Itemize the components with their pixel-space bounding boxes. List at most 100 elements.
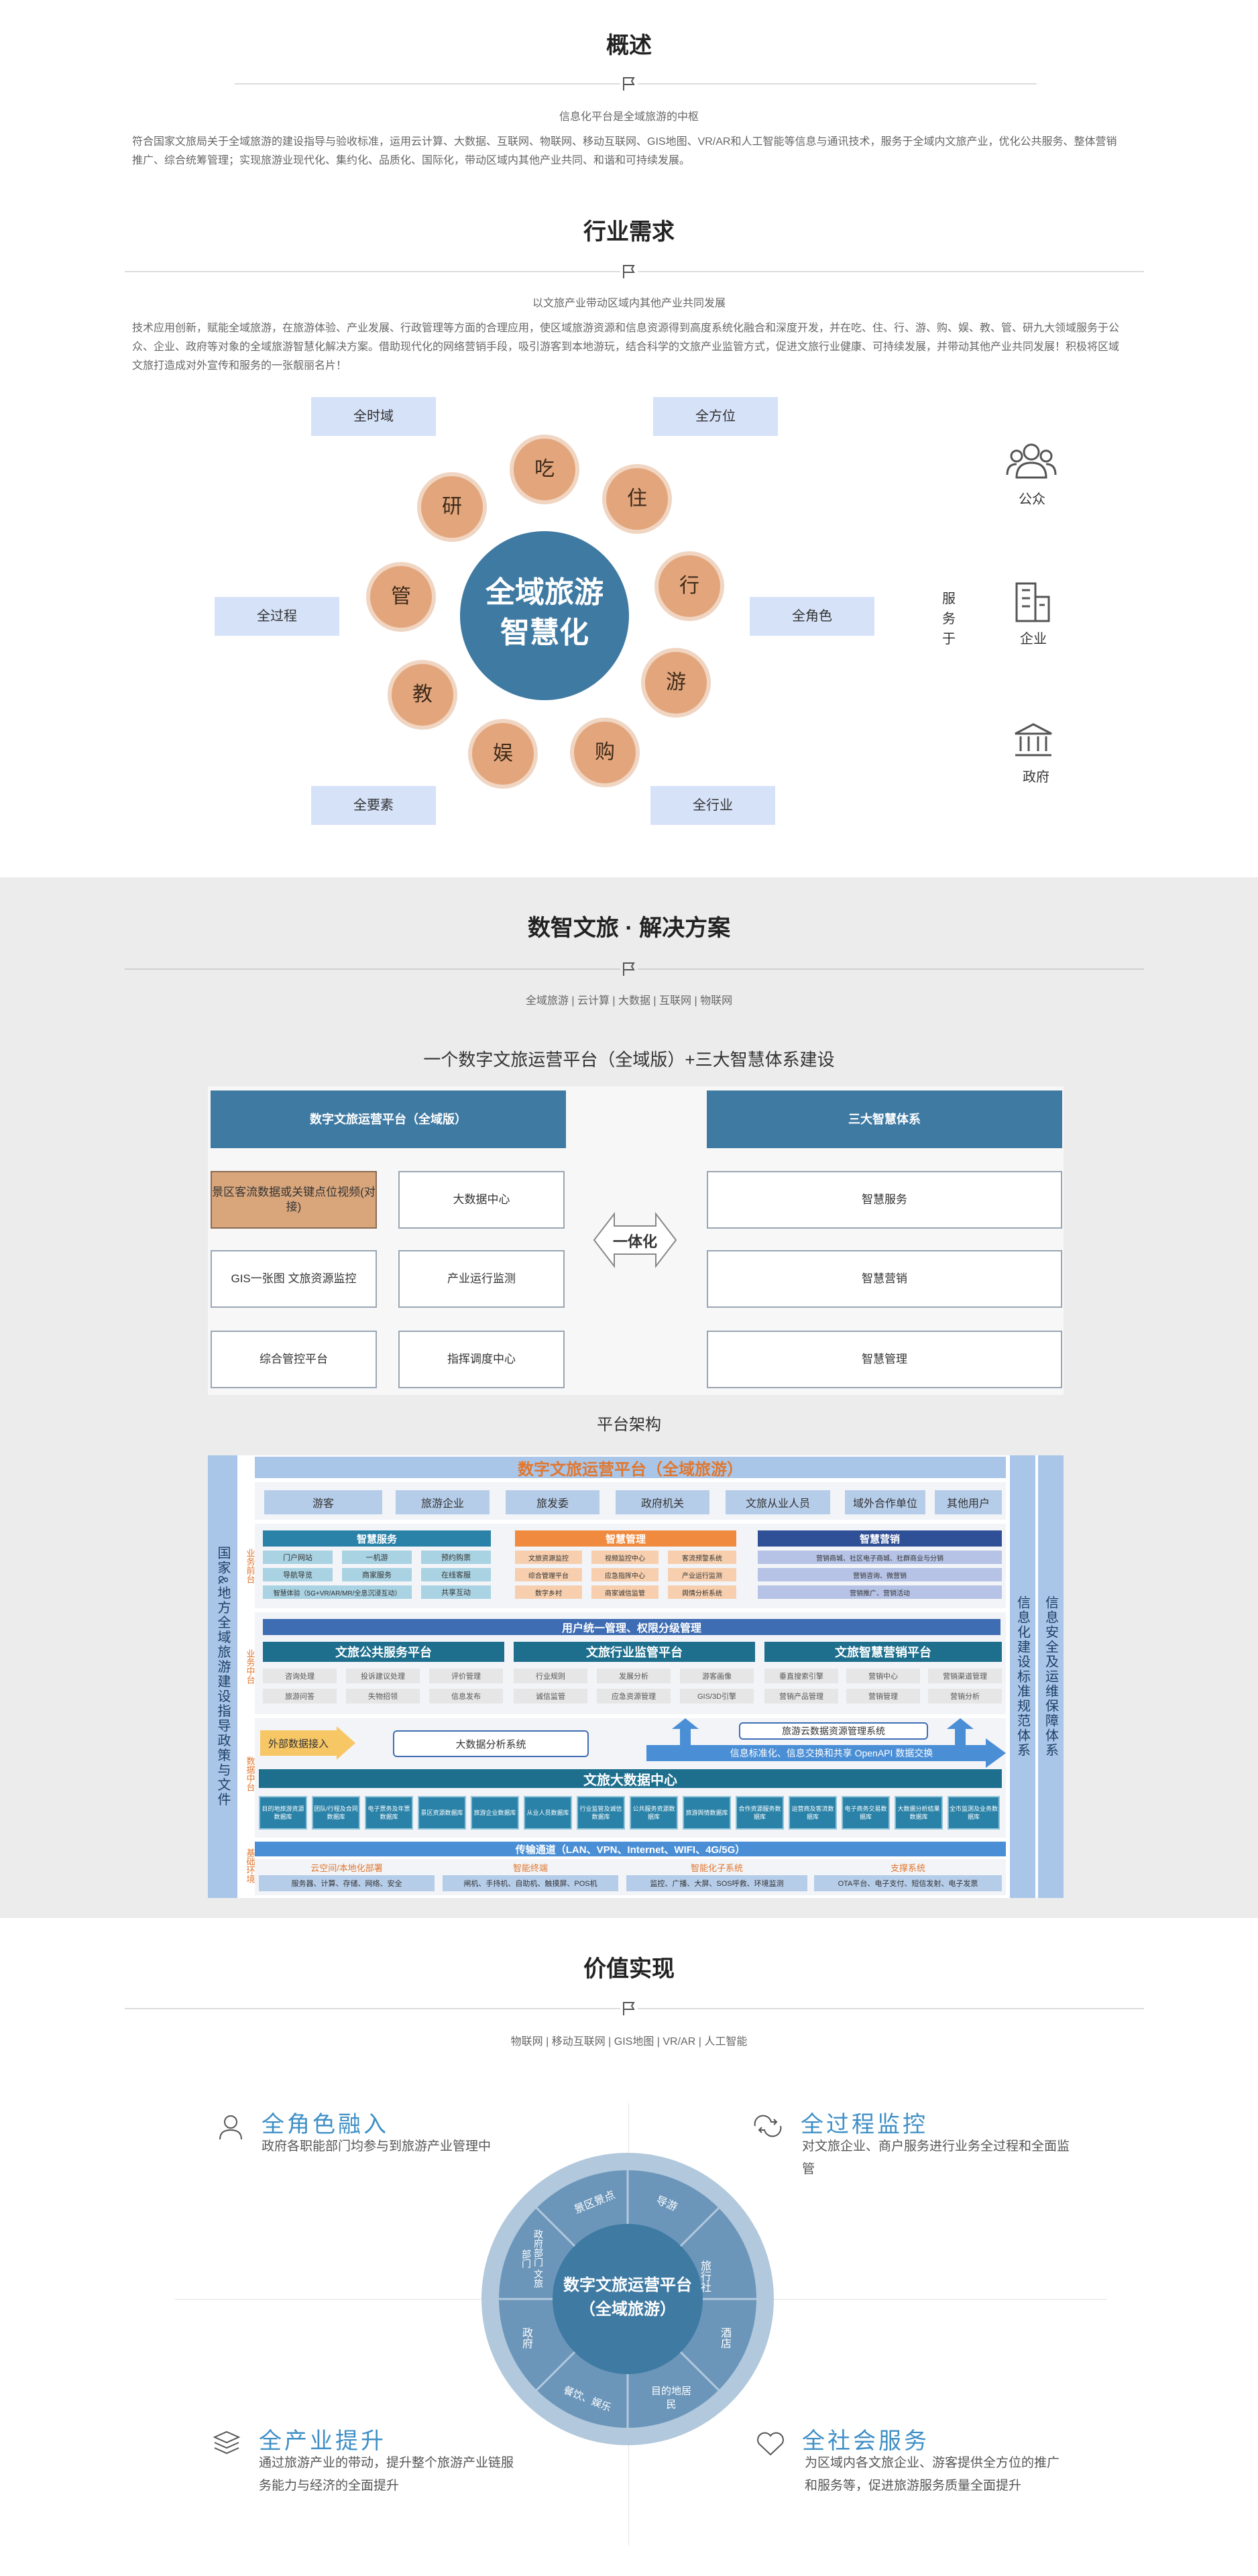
mid-item: 游客画像 xyxy=(680,1669,754,1683)
mid-item: 发展分析 xyxy=(597,1669,671,1683)
external-data: 外部数据接入 xyxy=(268,1738,329,1750)
mgmt-item: 应急指挥中心 xyxy=(591,1568,659,1581)
user-practitioner: 文旅从业人员 xyxy=(726,1490,830,1514)
value-full-society-title: 全社会服务 xyxy=(802,2428,929,2454)
mid-item: 信息发布 xyxy=(429,1689,503,1703)
db-item: 从业人员数据库 xyxy=(524,1796,572,1830)
integration-arrow-icon xyxy=(593,1212,677,1268)
mid-item: 营销分析 xyxy=(928,1689,1002,1703)
cell-industry-monitor: 产业运行监测 xyxy=(398,1250,565,1308)
petal-shop: 购 xyxy=(570,718,640,787)
infra-group-title: 云空间/本地化部署 xyxy=(310,1862,383,1873)
serves-label: 服务于 xyxy=(942,592,956,647)
user-mgmt-bar: 用户统一管理、权限分级管理 xyxy=(263,1619,1000,1635)
value-title: 价值实现 xyxy=(583,1956,675,1982)
infra-group-items: OTA平台、电子支付、短信发射、电子发票 xyxy=(814,1875,1002,1891)
db-item: 团队/行程及合同数据库 xyxy=(312,1796,360,1830)
solution-title: 数智文旅 · 解决方案 xyxy=(527,915,731,941)
db-row: 目的地旅游资源数据库 团队/行程及合同数据库 电子票务及年票数据库 景区资源数据… xyxy=(259,1793,1002,1834)
value-wheel xyxy=(481,2153,774,2445)
infra-group-title: 智能化子系统 xyxy=(690,1862,743,1873)
db-item: 运营商及客流数据库 xyxy=(789,1796,837,1830)
mid-item: 行业规则 xyxy=(514,1669,587,1683)
mid-item: 咨询处理 xyxy=(263,1669,337,1683)
ring-hotel: 酒店 xyxy=(719,2327,730,2349)
ring-agency: 旅行社 xyxy=(699,2260,710,2292)
value-full-industry-title: 全产业提升 xyxy=(259,2428,386,2454)
db-item: 合作资源服务数据库 xyxy=(736,1796,784,1830)
smart-mkt-title: 智慧营销 xyxy=(758,1530,1002,1547)
mid-item: 营销中心 xyxy=(846,1669,920,1683)
solution-heading: 一个数字文旅运营平台（全域版）+三大智慧体系建设 xyxy=(423,1050,835,1070)
mid-item: GIS/3D引擎 xyxy=(680,1689,754,1703)
government-icon xyxy=(1015,723,1052,757)
regulation-platform: 文旅行业监管平台 xyxy=(514,1642,755,1662)
audience-public: 公众 xyxy=(1019,492,1045,507)
mid-item: 诚信监管 xyxy=(514,1689,587,1703)
wheel-center-line2: 智慧化 xyxy=(500,616,589,649)
audience-government: 政府 xyxy=(1023,770,1049,785)
value-full-process-text: 对文旅企业、商户服务进行业务全过程和全面监管 xyxy=(802,2139,1070,2176)
cell-gis-map: GIS一张图 文旅资源监控 xyxy=(211,1250,377,1308)
industry-layers-icon xyxy=(213,2430,241,2455)
audience-enterprise: 企业 xyxy=(1020,632,1047,647)
label-full-role: 全角色 xyxy=(750,597,874,636)
petal-education: 教 xyxy=(388,660,457,730)
value-center: 数字文旅运营平台 （全域旅游） xyxy=(549,2274,707,2322)
cell-smart-management: 智慧管理 xyxy=(707,1331,1062,1388)
smart-service-title: 智慧服务 xyxy=(263,1530,491,1547)
svc-item: 智慧体验（5G+VR/AR/MR/全息沉浸互动） xyxy=(263,1585,412,1599)
industry-title: 行业需求 xyxy=(583,219,675,245)
svc-item: 门户网站 xyxy=(263,1551,333,1564)
svc-item: 商家服务 xyxy=(342,1568,412,1581)
cell-dispatch-center: 指挥调度中心 xyxy=(398,1331,565,1388)
monitor-cycle-icon xyxy=(754,2115,782,2137)
db-item: 旅游舆情数据库 xyxy=(683,1796,731,1830)
mkt-item: 营销咨询、微营销 xyxy=(758,1568,1002,1581)
value-full-industry-text: 通过旅游产业的带动，提升整个旅游产业链服务能力与经济的全面提升 xyxy=(259,2456,514,2493)
layer-middle: 业务中台 xyxy=(245,1649,255,1684)
mgmt-item: 商家诚信监管 xyxy=(591,1585,659,1599)
cell-scenic-flow: 景区客流数据或关键点位视频(对接) xyxy=(211,1171,377,1229)
industry-body: 技术应用创新，赋能全域旅游，在旅游体验、产业发展、行政管理等方面的合理应用，使区… xyxy=(132,323,1120,372)
db-item: 目的地旅游资源数据库 xyxy=(259,1796,307,1830)
value-full-process-title: 全过程监控 xyxy=(801,2112,928,2137)
mid-item: 旅游问答 xyxy=(263,1689,337,1703)
mgmt-item: 视频监控中心 xyxy=(591,1551,659,1564)
flag-icon xyxy=(620,263,638,280)
svc-item: 一机游 xyxy=(342,1551,412,1564)
db-item: 电子票务及年票数据库 xyxy=(365,1796,413,1830)
ring-departments: 政府部门 文旅部门 xyxy=(521,2229,544,2288)
flag-icon xyxy=(620,2000,638,2017)
standard-column: 信息化建设标准规范体系 xyxy=(1010,1455,1035,1898)
layer-infra: 基础环境 xyxy=(245,1848,255,1883)
policy-column: 国家&地方全域旅游建设指导政策与文件 xyxy=(208,1455,237,1898)
mgmt-item: 产业运行监测 xyxy=(668,1568,736,1581)
user-enterprise: 旅游企业 xyxy=(396,1490,490,1514)
cell-smart-service: 智慧服务 xyxy=(707,1171,1062,1229)
ring-residents: 目的地居民 xyxy=(650,2386,691,2410)
db-item: 大数据分析结果数据库 xyxy=(895,1796,943,1830)
mid-item: 营销产品管理 xyxy=(764,1689,838,1703)
mid-item: 投诉建议处理 xyxy=(346,1669,420,1683)
value-subtitle: 物联网 | 移动互联网 | GIS地图 | VR/AR | 人工智能 xyxy=(510,2036,748,2048)
flag-icon xyxy=(620,75,638,93)
user-tourist: 游客 xyxy=(264,1490,382,1514)
value-center-line2: （全域旅游） xyxy=(579,2300,676,2318)
industry-subtitle: 以文旅产业带动区域内其他产业共同发展 xyxy=(532,298,726,309)
cell-control-platform: 综合管控平台 xyxy=(211,1331,377,1388)
info-standard: 信息标准化、信息交换和共享 OpenAPI 数据交换 xyxy=(730,1748,933,1758)
user-other: 其他用户 xyxy=(935,1490,1002,1514)
label-full-industry: 全行业 xyxy=(650,786,775,825)
infra-group-title: 支撑系统 xyxy=(890,1862,925,1873)
db-item: 公共服务资源数据库 xyxy=(630,1796,678,1830)
svc-item: 共享互动 xyxy=(421,1585,491,1599)
user-government: 政府机关 xyxy=(616,1490,709,1514)
infra-group-items: 监控、广播、大屏、SOS呼救、环境监测 xyxy=(626,1875,807,1891)
mkt-item: 营销推广、营销活动 xyxy=(758,1585,1002,1599)
petal-travel: 行 xyxy=(654,551,724,621)
arch-diagram: 国家&地方全域旅游建设指导政策与文件 信息化建设标准规范体系 信息安全及运维保障… xyxy=(208,1455,1064,1898)
label-full-elements: 全要素 xyxy=(311,786,436,825)
value-full-role-title: 全角色融入 xyxy=(262,2112,389,2137)
mid-item: 应急资源管理 xyxy=(597,1689,671,1703)
